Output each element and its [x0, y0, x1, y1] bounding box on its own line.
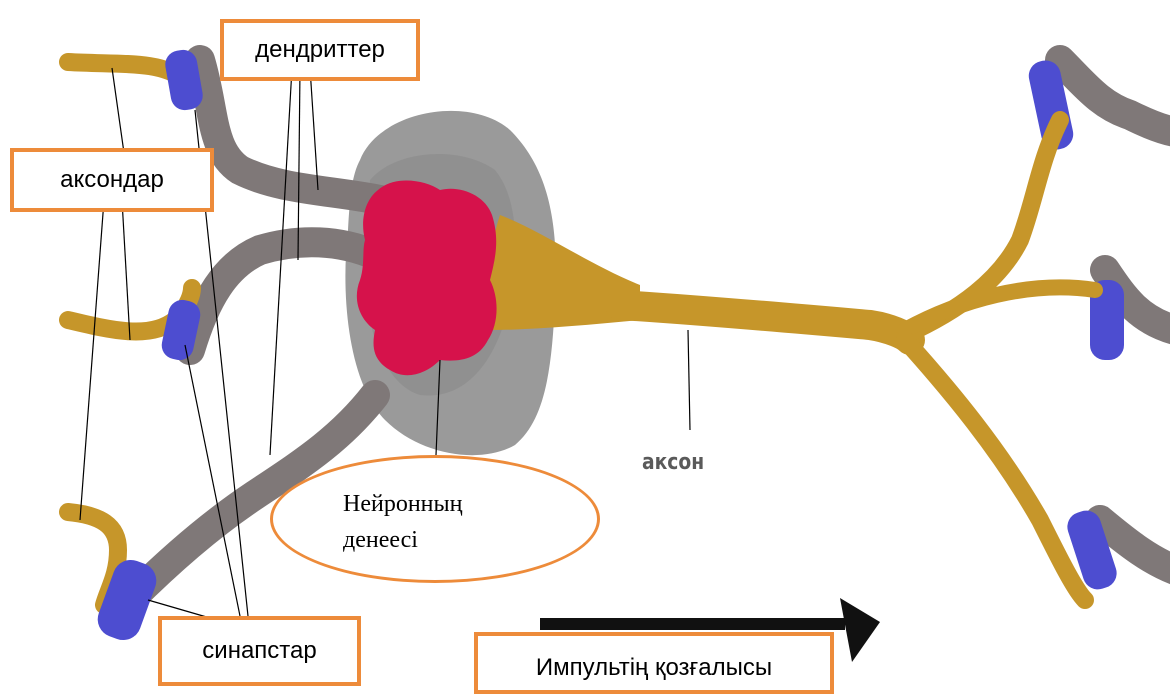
label-cell-body: Нейронның денеесі	[270, 455, 600, 583]
label-axons: аксондар	[10, 148, 214, 212]
label-synapses: синапстар	[158, 616, 361, 686]
label-dendrites: дендриттер	[220, 19, 420, 81]
label-impulse: Импультің қозғалысы	[474, 632, 834, 694]
synapses	[93, 48, 1124, 645]
axon-trunk	[620, 120, 1095, 600]
label-cell-body-line1: Нейронның	[343, 486, 597, 522]
label-axon: аксон	[642, 450, 704, 475]
label-cell-body-line2: денеесі	[343, 522, 597, 558]
nucleus	[357, 181, 497, 376]
